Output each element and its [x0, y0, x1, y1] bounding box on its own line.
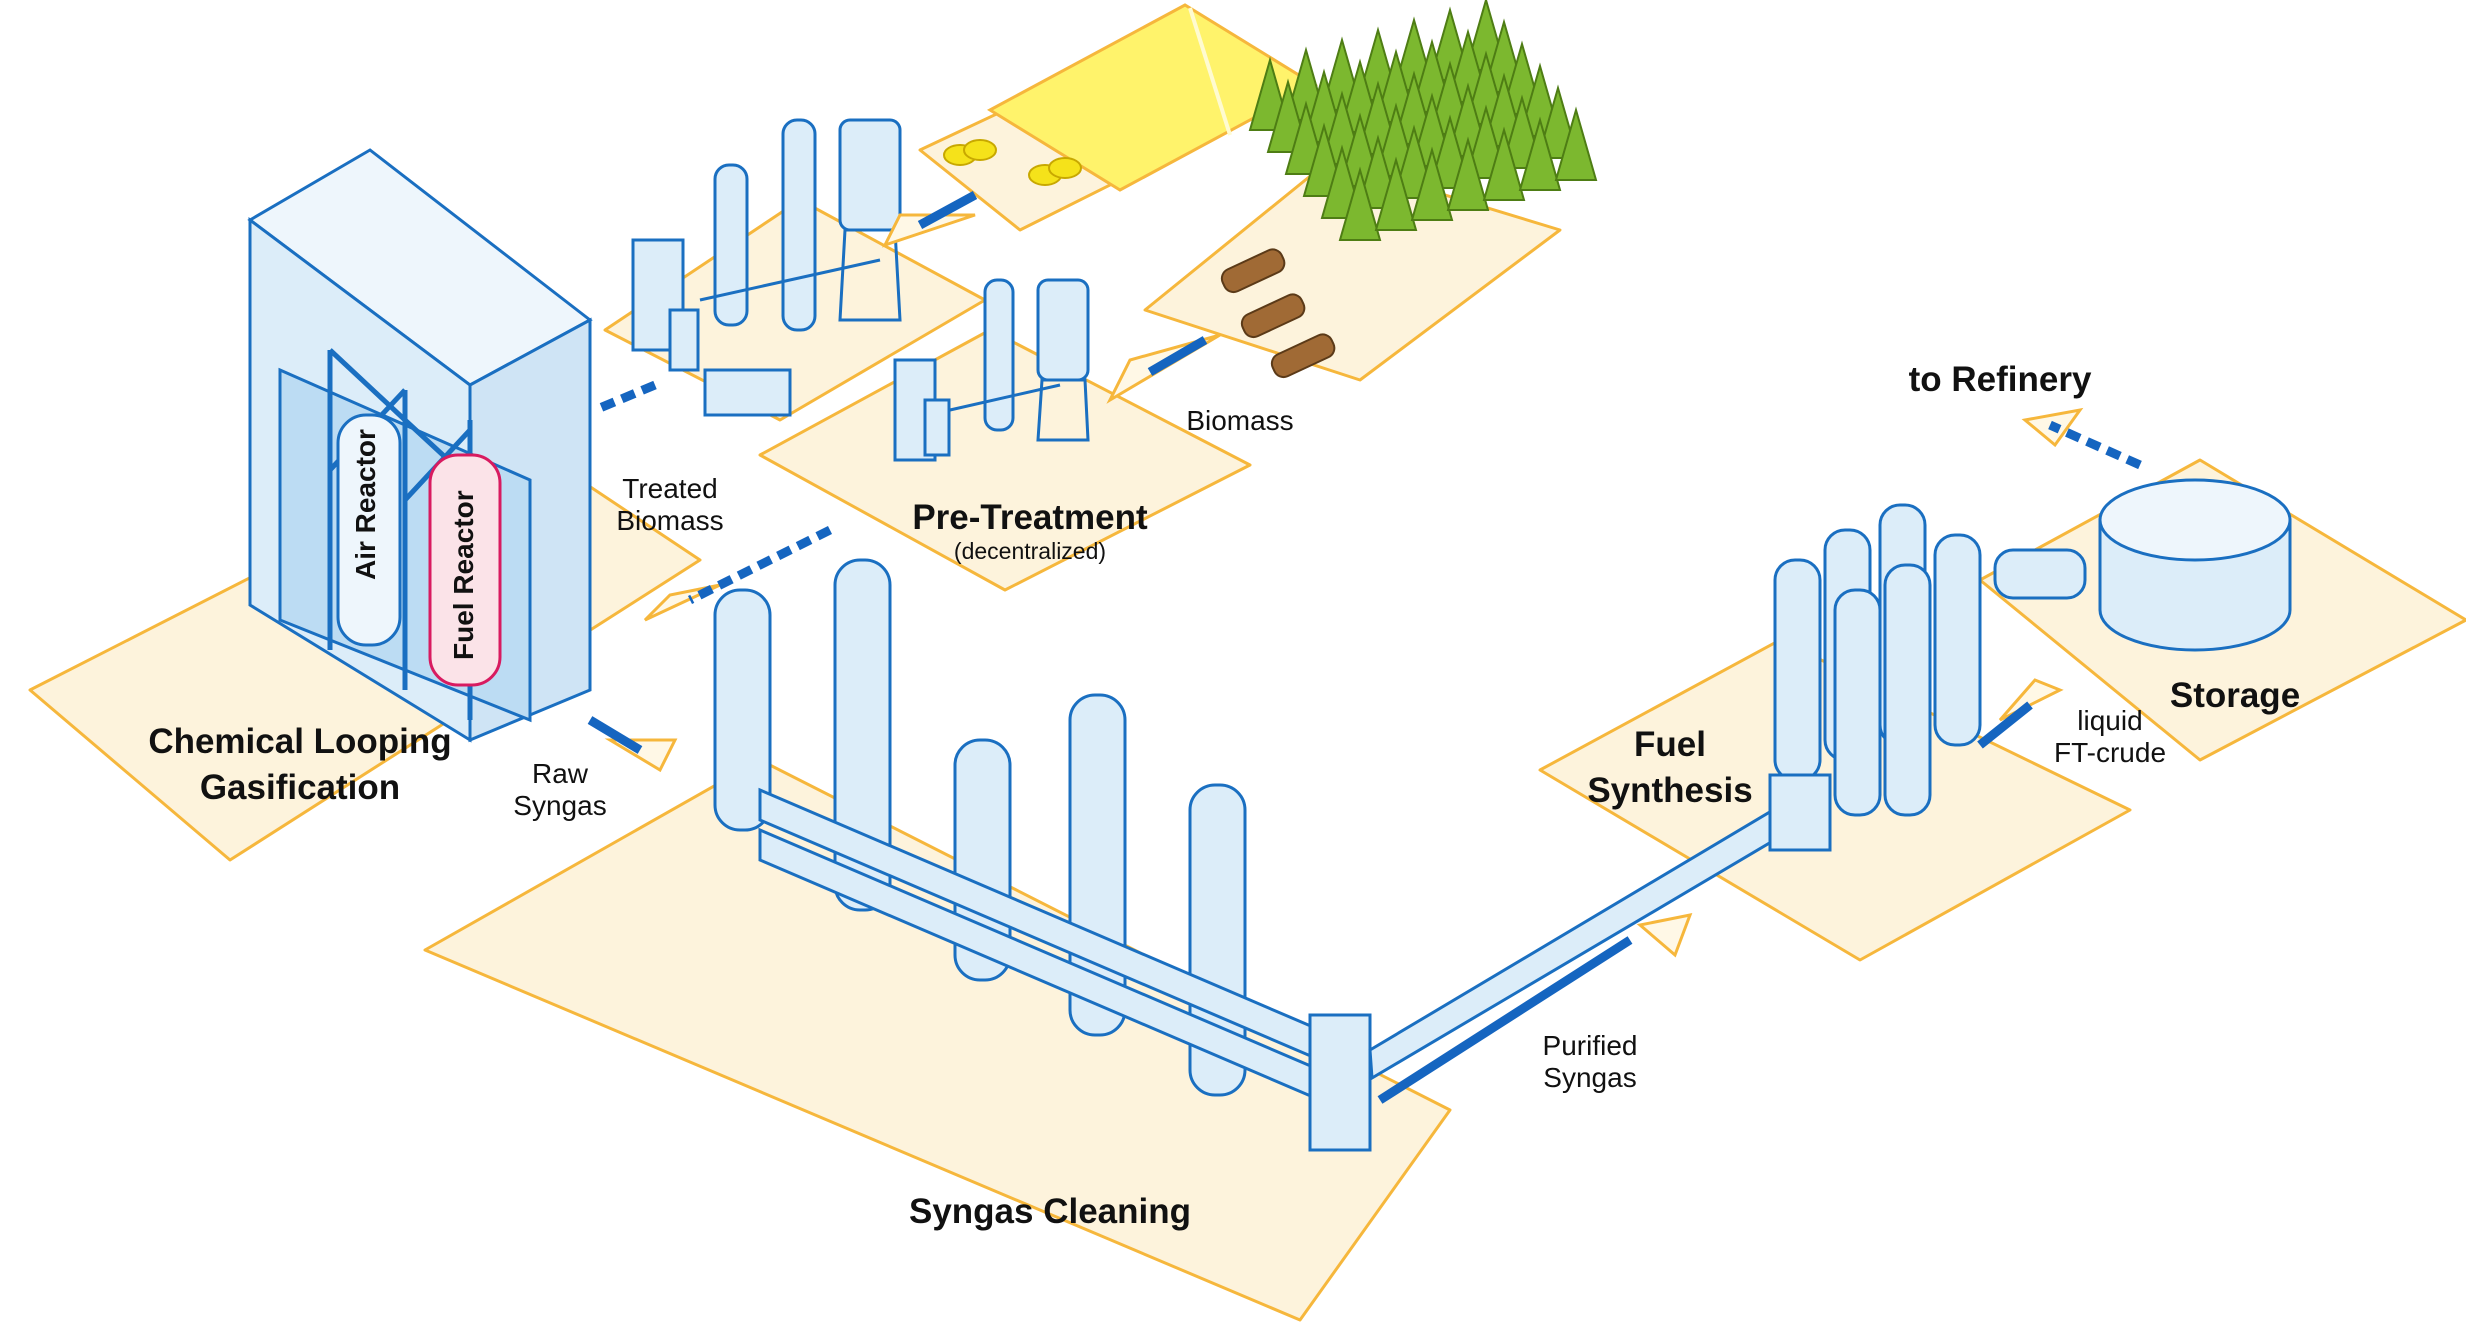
block-icon	[668, 308, 700, 372]
cleaning-unit	[713, 558, 1802, 1152]
column-icon	[781, 118, 817, 332]
raw-syngas-label: Raw Syngas	[500, 758, 620, 822]
liquid-line2: FT-crude	[2053, 737, 2167, 769]
tree-icon	[1518, 116, 1562, 191]
arrow-raw	[587, 716, 643, 754]
synthesis-title-line2: Synthesis	[1587, 771, 1753, 811]
treated-line2: Biomass	[616, 505, 724, 537]
tree-icon	[1338, 166, 1382, 241]
arrow-purified	[1377, 936, 1633, 1104]
arrow-refinery	[2048, 420, 2142, 470]
log-pile-icon	[1240, 293, 1306, 339]
silo-support-icon	[838, 228, 902, 322]
stage-storage-label: Storage	[2169, 676, 2301, 715]
storage-unit	[1993, 478, 2292, 652]
crop-field	[943, 3, 1319, 192]
arrow-biomass	[1147, 336, 1208, 376]
gasification-title-line2: Gasification	[199, 768, 401, 808]
tree-icon	[1446, 136, 1490, 211]
raw-line1: Raw	[531, 758, 588, 789]
tanker-truck-icon	[1993, 548, 2087, 600]
hay-bale-icon	[1048, 157, 1082, 179]
arrow-outline-raw	[604, 738, 678, 773]
stage-synthesis-label: Fuel Synthesis	[1570, 725, 1770, 812]
log-pile-icon	[1270, 333, 1336, 379]
column-icon	[833, 558, 892, 912]
gasifier-building	[247, 148, 593, 743]
treated-line1: Treated	[622, 473, 718, 504]
purified-line1: Purified	[1542, 1030, 1638, 1061]
hay-bale-icon	[963, 139, 997, 161]
upper-plant	[631, 118, 902, 417]
purified-line2: Syngas	[1543, 1062, 1637, 1094]
pretreatment-plant	[893, 278, 1090, 462]
column-icon	[713, 163, 749, 327]
stage-cleaning-label: Syngas Cleaning	[908, 1192, 1192, 1231]
flow-arrows	[587, 191, 2142, 1104]
treated-biomass-label: Treated Biomass	[600, 473, 740, 537]
tree-icon	[1482, 126, 1526, 201]
refinery-label: to Refinery	[1908, 360, 2092, 399]
raw-line2: Syngas	[513, 790, 607, 822]
arrow-outline-purified	[1636, 912, 1693, 958]
storage-tank-top	[2098, 478, 2292, 562]
arrow-liquid	[1977, 701, 2033, 749]
liquid-ft-crude-label: liquid FT-crude	[2040, 705, 2180, 769]
reactor-icon	[1833, 588, 1882, 817]
air-reactor-vessel	[336, 413, 402, 647]
arrow-to-gasifier	[593, 380, 657, 415]
fuel-reactor-vessel	[428, 453, 502, 687]
tree-icon	[1374, 156, 1418, 231]
silo-icon	[1036, 278, 1090, 382]
forest	[1248, 0, 1598, 241]
stage-gasification-label: Chemical Looping Gasification	[120, 722, 480, 809]
arrow-treated	[687, 525, 833, 605]
end-box-icon	[1308, 1013, 1372, 1152]
synth-box-icon	[1768, 773, 1832, 852]
platform-cleaning	[423, 758, 1452, 1322]
biomass-label: Biomass	[1186, 405, 1294, 436]
fuel-reactor-label: Fuel Reactor	[448, 490, 479, 660]
arrow-field	[917, 191, 978, 229]
gasification-title-line1: Chemical Looping	[148, 722, 452, 761]
liquid-line1: liquid	[2077, 705, 2143, 736]
pretreatment-subtitle: (decentralized)	[953, 538, 1107, 565]
reactor-icon	[1883, 563, 1932, 817]
silo-support-icon	[1036, 378, 1090, 442]
log-pile-icon	[1220, 248, 1286, 294]
reactor-icon	[1933, 533, 1982, 747]
column-icon	[713, 588, 772, 832]
block-icon	[923, 398, 951, 457]
air-reactor-label: Air Reactor	[350, 429, 381, 580]
pretreatment-title: Pre-Treatment	[912, 498, 1148, 537]
tree-icon	[1410, 146, 1454, 221]
column-icon	[983, 278, 1015, 432]
tree-icon	[1554, 106, 1598, 181]
synthesis-unit	[1768, 503, 1982, 852]
silo-icon	[838, 118, 902, 232]
stage-pretreatment-label: Pre-Treatment (decentralized)	[880, 498, 1180, 565]
purified-syngas-label: Purified Syngas	[1520, 1030, 1660, 1094]
reactor-icon	[1773, 558, 1822, 782]
synthesis-title-line1: Fuel	[1634, 725, 1706, 764]
truck-icon	[703, 368, 792, 417]
logs	[1220, 248, 1336, 379]
